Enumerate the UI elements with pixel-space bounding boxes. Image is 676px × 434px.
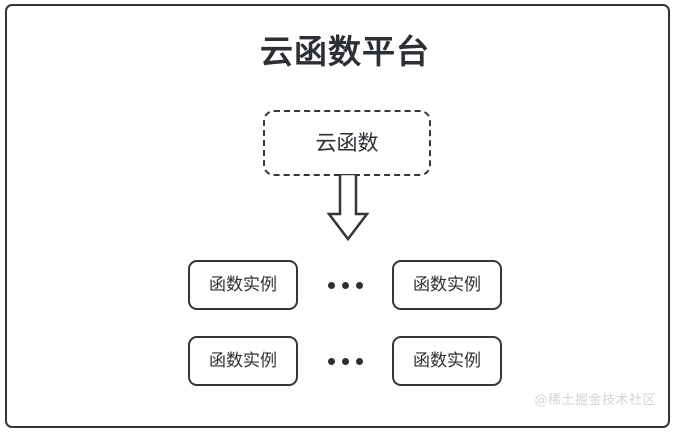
ellipsis-icon — [298, 260, 392, 310]
cloud-function-label: 云函数 — [315, 130, 379, 155]
ellipsis-dot — [327, 357, 335, 365]
down-arrow-icon — [325, 172, 371, 242]
function-instance-box: 函数实例 — [392, 260, 502, 310]
function-instance-label: 函数实例 — [209, 350, 277, 371]
ellipsis-dot — [327, 281, 335, 289]
function-instance-box: 函数实例 — [188, 336, 298, 386]
ellipsis-dot — [341, 281, 349, 289]
function-instance-box: 函数实例 — [188, 260, 298, 310]
instance-row: 函数实例 函数实例 — [7, 260, 676, 310]
function-instance-label: 函数实例 — [413, 274, 481, 295]
ellipsis-dot — [341, 357, 349, 365]
cloud-platform-frame: 云函数平台 云函数 函数实例 函数实例 — [5, 4, 670, 428]
ellipsis-icon — [298, 336, 392, 386]
ellipsis-dot — [355, 357, 363, 365]
ellipsis-dot — [355, 281, 363, 289]
page-title: 云函数平台 — [260, 32, 430, 71]
function-instance-label: 函数实例 — [209, 274, 277, 295]
watermark: @稀土掘金技术社区 — [534, 393, 656, 408]
instance-row: 函数实例 函数实例 — [7, 336, 676, 386]
function-instance-box: 函数实例 — [392, 336, 502, 386]
cloud-function-node: 云函数 — [263, 110, 431, 176]
function-instance-label: 函数实例 — [413, 350, 481, 371]
